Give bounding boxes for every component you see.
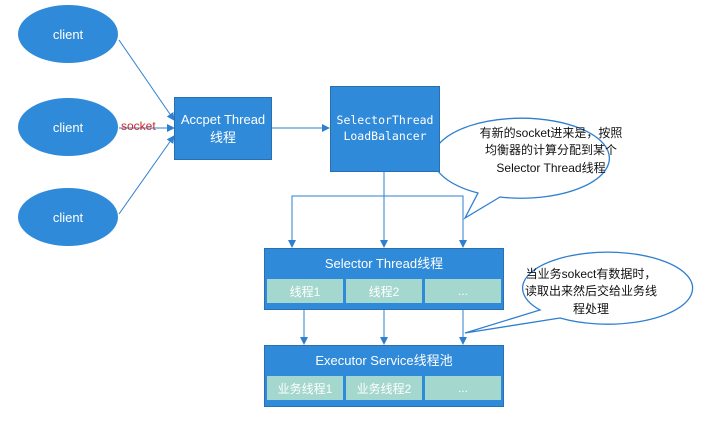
selector-lb-node: SelectorThread LoadBalancer bbox=[330, 86, 440, 172]
callout-executor-line-3: 程处理 bbox=[572, 301, 609, 316]
callout-lb-text: 有新的socket进来是，按照 均衡器的计算分配到某个 Selector Thr… bbox=[463, 125, 639, 177]
executor-service-panel: Executor Service线程池 业务线程1 业务线程2 ... bbox=[264, 345, 504, 407]
callout-lb-line-1: 有新的socket进来是，按照 bbox=[479, 126, 623, 140]
client-node-3: client bbox=[18, 188, 118, 246]
selector-thread-panel: Selector Thread线程 线程1 线程2 ... bbox=[264, 248, 504, 310]
edge-client1-accept bbox=[118, 39, 175, 121]
socket-label: socket bbox=[121, 119, 156, 133]
accept-thread-node: Accpet Thread 线程 bbox=[174, 97, 272, 160]
accept-thread-line2: 线程 bbox=[209, 129, 236, 145]
selector-panel-title: Selector Thread线程 bbox=[324, 255, 444, 271]
client-label-2: client bbox=[52, 119, 84, 135]
selector-cell-2: 线程2 bbox=[346, 279, 422, 303]
callout-executor-line-1: 当业务sokect有数据时， bbox=[525, 267, 657, 281]
client-node-2: client bbox=[18, 98, 118, 156]
executor-cell-2: 业务线程2 bbox=[346, 376, 422, 400]
client-label-1: client bbox=[52, 26, 84, 42]
callout-executor-text: 当业务sokect有数据时， 读取出来然后交给业务线 程处理 bbox=[505, 266, 677, 318]
accept-thread-line1: Accpet Thread bbox=[180, 111, 266, 127]
edge-lb-selector bbox=[291, 195, 467, 248]
selector-lb-line2: LoadBalancer bbox=[343, 129, 427, 143]
selector-cell-3: ... bbox=[425, 279, 501, 303]
callout-lb-line-3: Selector Thread线程 bbox=[496, 160, 606, 175]
executor-panel-title: Executor Service线程池 bbox=[315, 352, 453, 368]
client-label-3: client bbox=[52, 209, 84, 225]
client-node-1: client bbox=[18, 5, 118, 63]
executor-cell-3: ... bbox=[425, 376, 501, 400]
selector-lb-line1: SelectorThread bbox=[336, 113, 434, 128]
edge-client3-accept bbox=[118, 135, 175, 215]
callout-lb-line-2: 均衡器的计算分配到某个 bbox=[484, 143, 617, 158]
callout-executor-bubble bbox=[464, 251, 694, 334]
executor-cell-1: 业务线程1 bbox=[267, 376, 343, 400]
callout-executor-line-2: 读取出来然后交给业务线 bbox=[524, 284, 657, 299]
selector-cell-1: 线程1 bbox=[267, 279, 343, 303]
